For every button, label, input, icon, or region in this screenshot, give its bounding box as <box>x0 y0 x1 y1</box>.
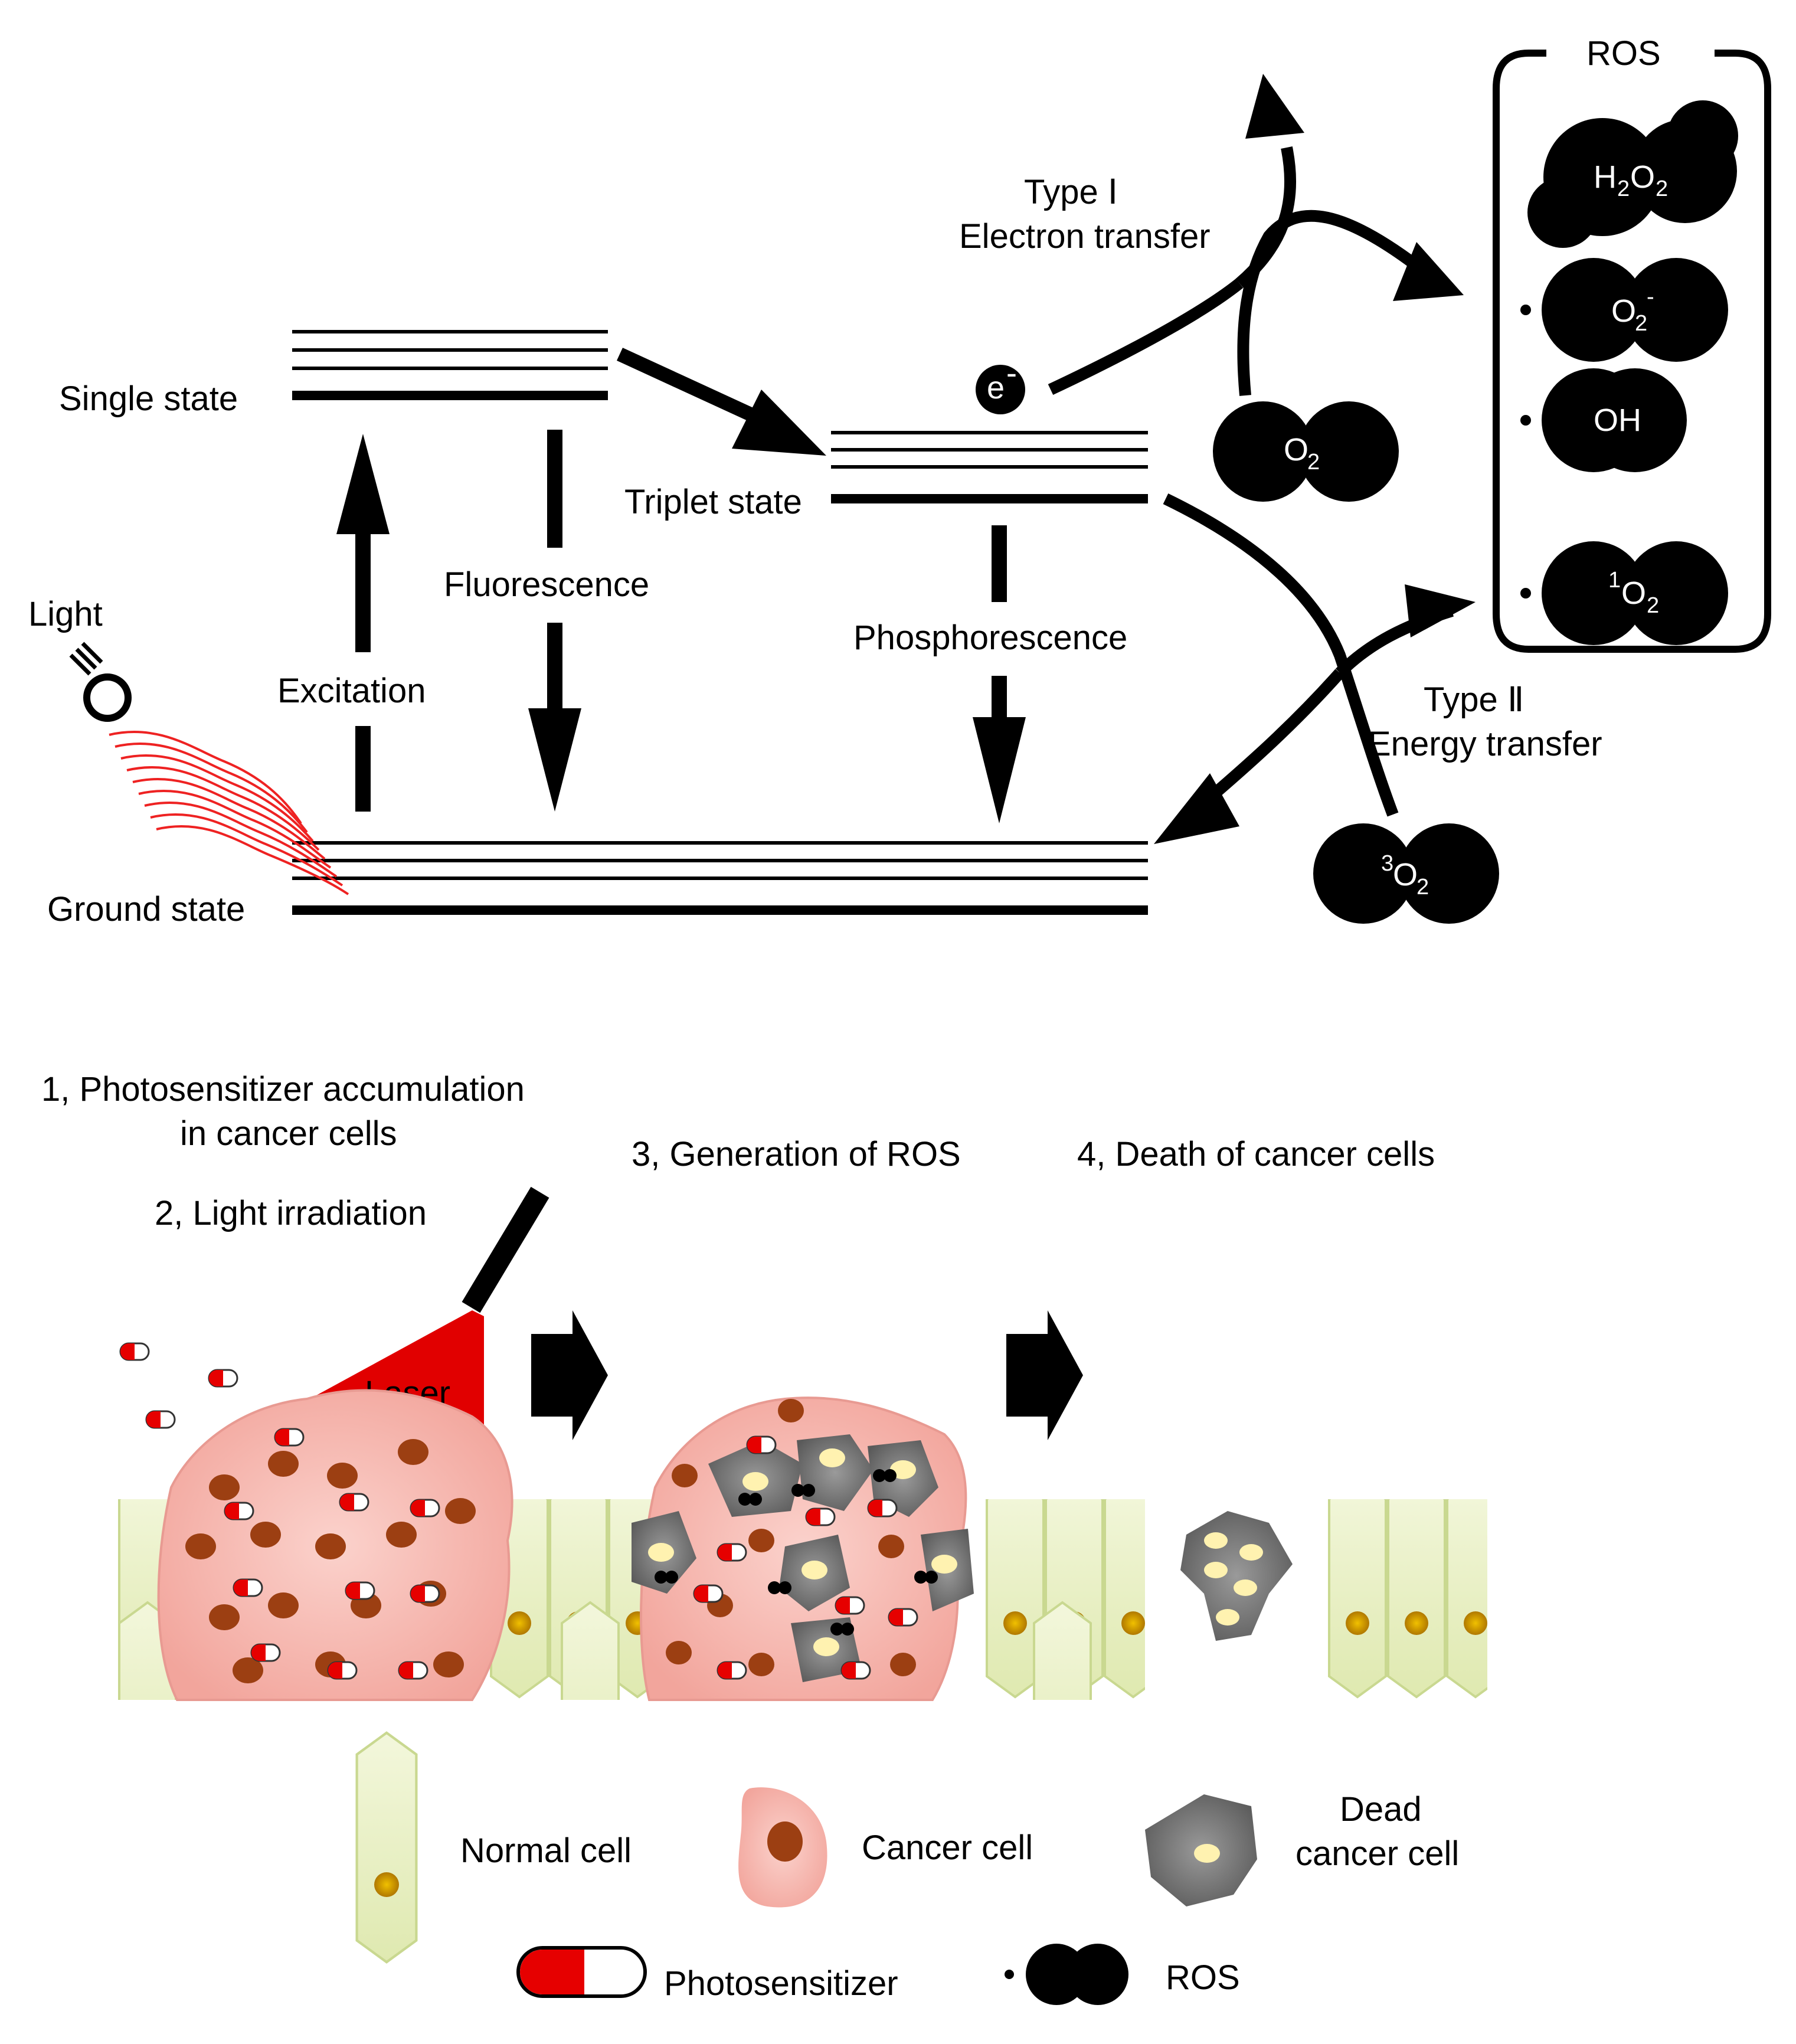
step3-label: 3, Generation of ROS <box>632 1135 961 1173</box>
cancer-mass-step3 <box>632 1397 974 1701</box>
svg-text:O: O <box>1611 293 1636 329</box>
svg-text:H: H <box>1594 159 1617 195</box>
legend-ros-label: ROS <box>1166 1958 1240 1997</box>
svg-text:2: 2 <box>1416 875 1429 900</box>
type1-sublabel: Electron transfer <box>959 217 1211 256</box>
excitation-label: Excitation <box>277 672 426 710</box>
process-steps: 1, Photosensitizer accumulation in cance… <box>41 1070 1435 1232</box>
type2-label: Type Ⅱ <box>1424 681 1524 719</box>
intersystem-crossing-arrow <box>616 348 826 456</box>
svg-text:1: 1 <box>1608 568 1621 593</box>
type2-arrows <box>1163 493 1454 817</box>
svg-text:O: O <box>1284 432 1308 467</box>
legend-photosensitizer-label: Photosensitizer <box>664 1964 898 2003</box>
cancer-mass-step1 <box>157 1389 513 1701</box>
svg-text:-: - <box>1647 284 1654 309</box>
superoxide-icon: O 2 - <box>1520 258 1728 362</box>
step2-label: 2, Light irradiation <box>155 1194 427 1232</box>
light-label: Light <box>28 595 103 633</box>
singlet-oxygen-icon: 1 O 2 <box>1520 541 1728 645</box>
hydroxyl-icon: OH <box>1520 368 1687 472</box>
legend-dead-cell-icon <box>1145 1794 1257 1906</box>
legend-normal-label: Normal cell <box>460 1832 632 1870</box>
ros-title: ROS <box>1586 34 1661 73</box>
singlet-levels <box>292 330 608 400</box>
svg-text:e: e <box>987 370 1005 405</box>
svg-text:2: 2 <box>1656 176 1668 201</box>
phosphorescence-label: Phosphorescence <box>853 619 1127 657</box>
legend-dead-sublabel: cancer cell <box>1296 1834 1459 1873</box>
oxygen-molecule-icon: O 2 <box>1213 401 1399 502</box>
type2-left-arrowhead <box>1154 773 1239 844</box>
h2o2-molecule-icon: H 2 O 2 <box>1527 100 1738 248</box>
legend-normal-cell-icon <box>357 1733 417 1963</box>
svg-text:2: 2 <box>1635 311 1647 336</box>
svg-text:-: - <box>1006 355 1017 391</box>
free-photosensitizer <box>119 1342 238 1429</box>
step1-label: 1, Photosensitizer accumulation <box>41 1070 525 1108</box>
step4-label: 4, Death of cancer cells <box>1077 1135 1435 1173</box>
ros-box: ROS H 2 O 2 O 2 - <box>1493 34 1771 653</box>
type1-right-arrowhead <box>1393 242 1464 301</box>
svg-text:2: 2 <box>1647 593 1659 618</box>
svg-text:2: 2 <box>1307 450 1320 475</box>
electron-icon: e - <box>976 355 1025 414</box>
process-arrow-2 <box>1006 1310 1083 1440</box>
ros-particles <box>655 1469 938 1636</box>
dead-cells-step4 <box>1180 1511 1293 1641</box>
triplet-oxygen-icon: 3 O 2 <box>1313 823 1499 924</box>
type1-arrows <box>1048 146 1420 396</box>
fluorescence-label: Fluorescence <box>444 565 649 604</box>
type1-label: Type Ⅰ <box>1024 173 1118 211</box>
svg-text:2: 2 <box>1617 176 1630 201</box>
svg-text:O: O <box>1621 575 1646 611</box>
legend-photosensitizer-icon <box>516 1946 647 1998</box>
svg-text:OH: OH <box>1594 403 1641 438</box>
legend-ros-icon <box>1005 1944 1128 2005</box>
legend: Normal cell Cancer cell Dead cancer cell… <box>357 1733 1459 2005</box>
legend-cancer-cell-icon <box>738 1787 827 1908</box>
svg-text:O: O <box>1393 857 1418 892</box>
ground-levels <box>292 841 1148 915</box>
type1-up-arrowhead <box>1245 74 1304 139</box>
fluorescence-arrow <box>528 430 581 812</box>
singlet-state-label: Single state <box>59 380 238 418</box>
svg-text:O: O <box>1630 159 1655 195</box>
light-waves-icon <box>109 731 349 895</box>
triplet-levels <box>831 431 1148 503</box>
legend-cancer-label: Cancer cell <box>862 1829 1033 1867</box>
type2-sublabel: Energy transfer <box>1368 725 1602 763</box>
energy-diagram: Single state Triplet state Ground state … <box>28 34 1771 928</box>
legend-dead-label: Dead <box>1340 1790 1422 1829</box>
type2-right-arrowhead <box>1405 584 1476 637</box>
light-bulb-icon <box>69 642 132 722</box>
excitation-arrow <box>336 434 390 812</box>
step1-sublabel: in cancer cells <box>180 1114 397 1153</box>
phosphorescence-arrow <box>973 525 1026 823</box>
triplet-state-label: Triplet state <box>624 483 802 521</box>
process-arrow-1 <box>531 1310 608 1440</box>
svg-text:3: 3 <box>1381 851 1393 876</box>
ground-state-label: Ground state <box>47 890 245 928</box>
